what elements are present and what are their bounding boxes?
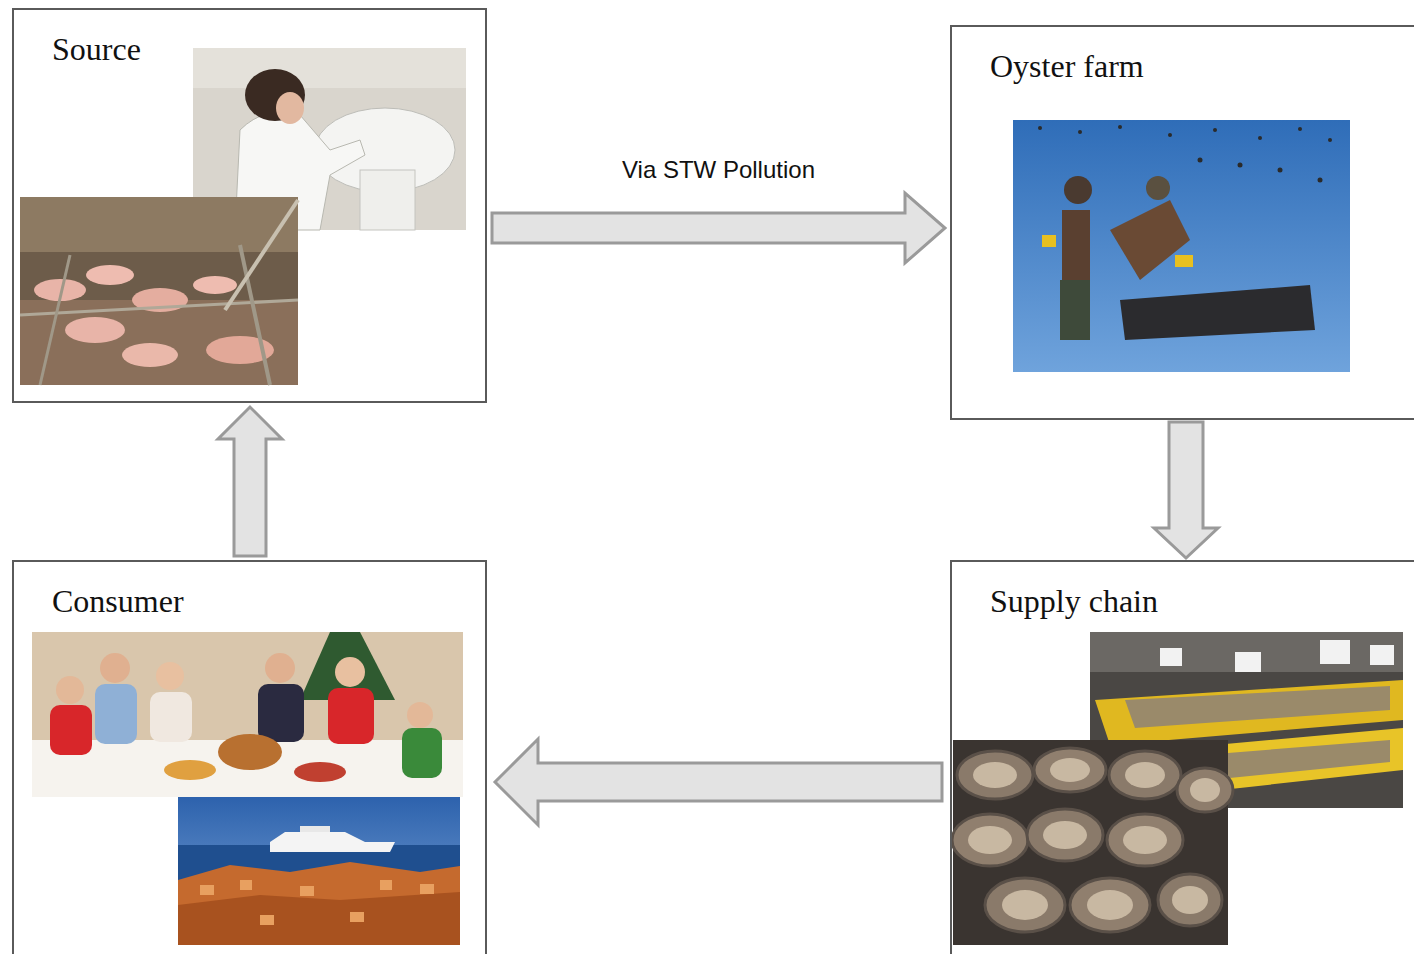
edge-label: Via STW Pollution [619, 156, 818, 185]
stage-title: Consumer [52, 584, 184, 619]
market-counter-photo [1090, 632, 1403, 808]
stage-title: Supply chain [990, 584, 1158, 619]
stage-box: Consumer [12, 560, 487, 954]
flow-arrow [495, 739, 942, 825]
oyster-plate-photo [952, 740, 1233, 945]
flow-arrow [218, 407, 282, 556]
family-dinner-photo [32, 632, 463, 797]
flow-arrow [1154, 422, 1218, 558]
stage-box: Supply chain [950, 560, 1414, 954]
stage-box: Source [12, 8, 487, 403]
cruise-photo [178, 797, 460, 945]
pig-farm-photo [20, 197, 298, 385]
oyster-farm-photo [1013, 120, 1350, 372]
stage-title: Source [52, 32, 141, 67]
stage-box: Oyster farm [950, 25, 1414, 420]
stage-title: Oyster farm [990, 49, 1144, 84]
flow-arrow [492, 193, 945, 263]
